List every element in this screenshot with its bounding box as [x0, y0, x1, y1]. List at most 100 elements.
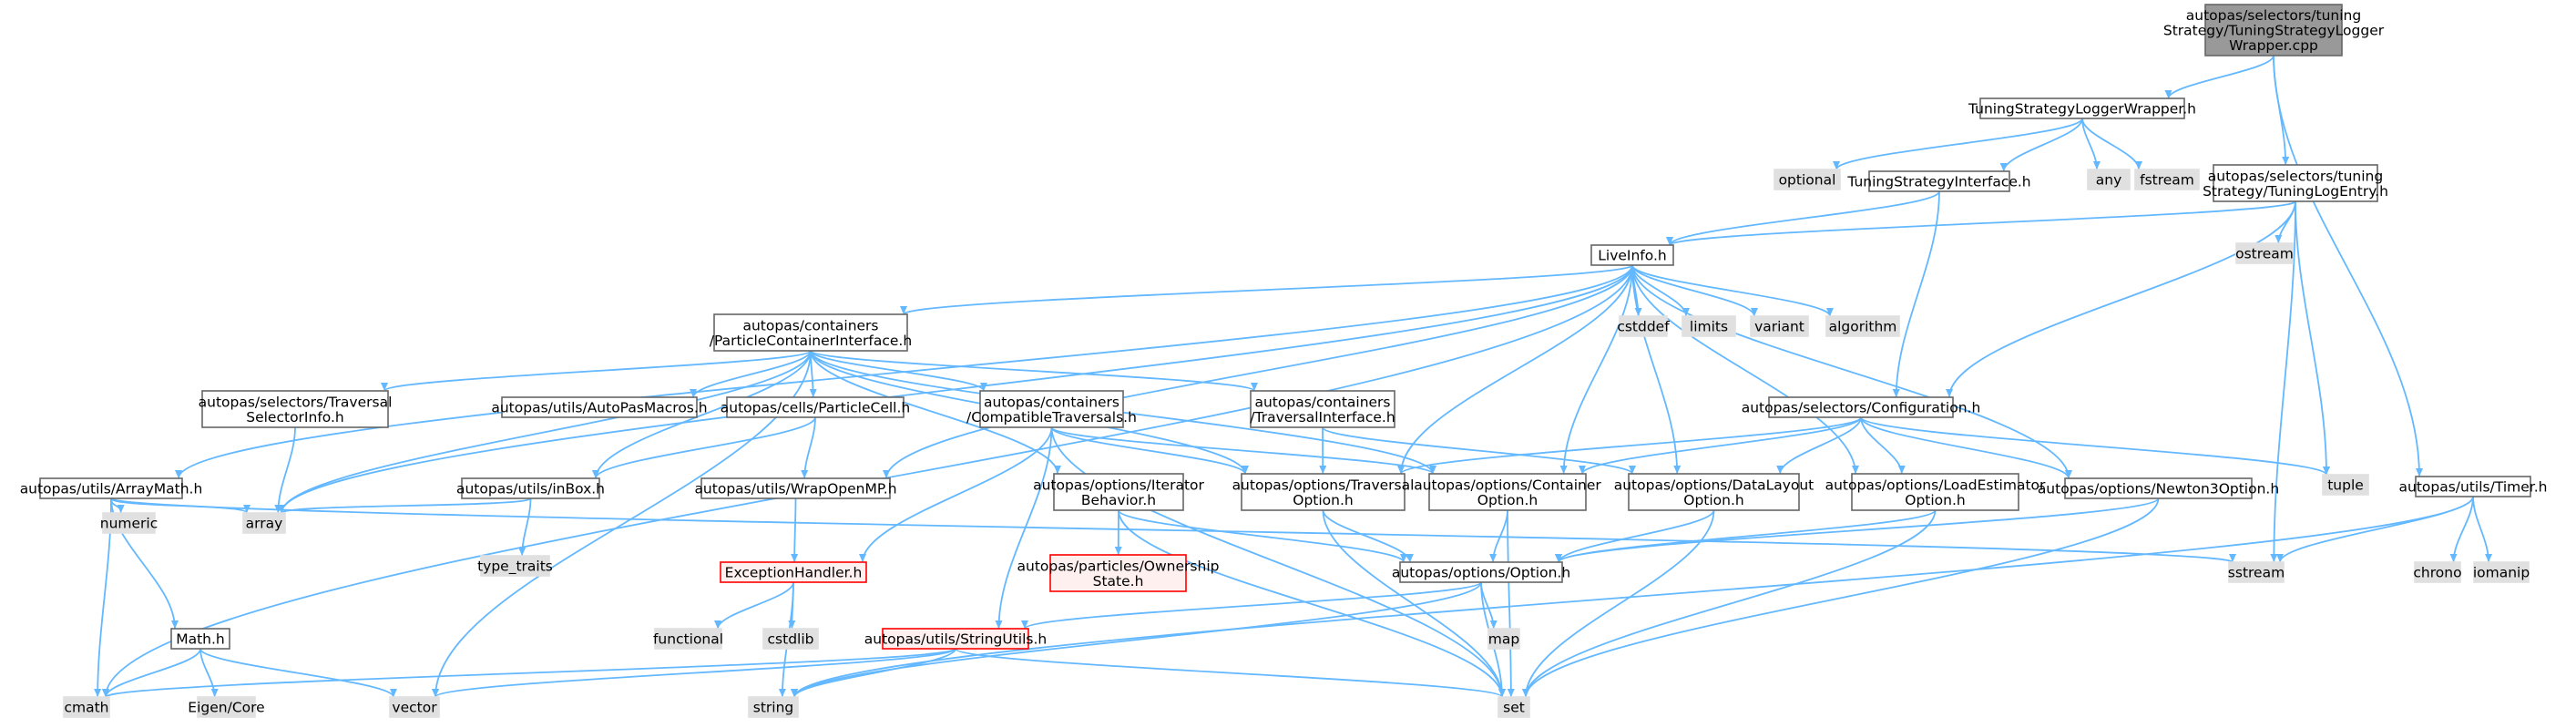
node-travint[interactable]: autopas/containers/TraversalInterface.h [1250, 390, 1395, 428]
edge-liveinfo-to-algorithm [1631, 264, 1834, 317]
node-arraymath[interactable]: autopas/utils/ArrayMath.h [20, 477, 203, 499]
node-label: autopas/utils/Timer.h [2399, 479, 2548, 496]
edge-wrapomp-to-exch [791, 497, 799, 563]
node-label: vector [392, 700, 437, 716]
node-exch[interactable]: ExceptionHandler.h [720, 561, 867, 583]
node-box [700, 477, 891, 499]
node-math[interactable]: Math.h [170, 628, 230, 650]
node-label: Option.h [1293, 492, 1353, 508]
node-label: cstddef [1617, 319, 1670, 335]
node-fstream: fstream [2134, 169, 2200, 190]
edge-pci-to-travint [810, 350, 1258, 392]
node-numeric: numeric [100, 512, 158, 534]
node-label: tuple [2327, 477, 2364, 494]
node-label: map [1488, 631, 1519, 648]
node-box [748, 696, 799, 718]
node-box [1590, 244, 1674, 266]
node-box [2064, 477, 2253, 499]
node-label: Option.h [1683, 492, 1743, 508]
edge-pcell-to-wrapomp [801, 416, 816, 479]
node-label: any [2096, 172, 2122, 189]
node-algorithm: algorithm [1825, 315, 1900, 337]
node-label: autopas/options/DataLayout [1614, 477, 1814, 493]
node-box [2415, 476, 2531, 497]
node-label: autopas/containers [1254, 394, 1390, 410]
node-label: autopas/utils/AutoPasMacros.h [491, 400, 707, 416]
node-box [654, 628, 722, 650]
node-inbox[interactable]: autopas/utils/inBox.h [456, 477, 605, 499]
edge-tslw-to-tsi [1999, 118, 2083, 172]
node-box [1868, 170, 2010, 192]
node-strutils[interactable]: autopas/utils/StringUtils.h [864, 628, 1047, 650]
node-box [1049, 554, 1187, 592]
edge-tsi-to-liveinfo [1666, 190, 1940, 246]
edge-tslw-to-fstream [2081, 118, 2142, 170]
node-timer[interactable]: autopas/utils/Timer.h [2399, 476, 2548, 497]
node-label: autopas/utils/inBox.h [456, 481, 605, 497]
node-label: Option.h [1477, 492, 1538, 508]
node-label: autopas/selectors/Configuration.h [1742, 400, 1981, 416]
node-box [170, 628, 230, 650]
node-functional: functional [653, 628, 723, 650]
node-label: set [1503, 700, 1525, 716]
edge-liveinfo-to-pci [900, 264, 1633, 315]
edge-travopt-to-option [1322, 509, 1414, 563]
node-box [1750, 315, 1809, 337]
node-box [2134, 169, 2200, 190]
node-box [2087, 169, 2131, 190]
node-macros[interactable]: autopas/utils/AutoPasMacros.h [491, 396, 708, 418]
edge-config-to-leopt [1860, 416, 1906, 475]
node-n3opt[interactable]: autopas/options/Newton3Option.h [2038, 477, 2279, 499]
node-compat[interactable]: autopas/containers/CompatibleTraversals.… [966, 390, 1137, 428]
node-root[interactable]: autopas/selectors/tuningStrategy/TuningS… [2163, 4, 2385, 56]
node-label: Behavior.h [1081, 492, 1156, 508]
edge-config-to-n3opt [1860, 416, 2072, 479]
node-box [2204, 4, 2343, 56]
node-box [1851, 473, 2019, 511]
edges-layer [94, 55, 2493, 698]
edge-timer-to-string [791, 496, 2474, 698]
node-box [501, 396, 698, 418]
node-box [2414, 561, 2461, 583]
edge-liveinfo-to-dlopt [1631, 264, 1682, 475]
node-box [1487, 628, 1520, 650]
edge-liveinfo-to-leopt [1631, 264, 1859, 475]
node-pcell[interactable]: autopas/cells/ParticleCell.h [721, 396, 910, 418]
node-label: TuningStrategyLoggerWrapper.h [1968, 101, 2196, 118]
edge-liveinfo-to-variant [1631, 264, 1758, 317]
edge-leopt-to-set [1522, 509, 1937, 698]
node-box [2473, 561, 2530, 583]
edge-iterbeh-to-option [1118, 509, 1407, 563]
edge-tslw-to-optional [1833, 118, 2083, 170]
node-tslw[interactable]: TuningStrategyLoggerWrapper.h [1968, 97, 2196, 119]
node-label: /TraversalInterface.h [1250, 409, 1395, 426]
node-tselinfo[interactable]: autopas/selectors/TraversalSelectorInfo.… [199, 390, 393, 428]
node-label: Strategy/TuningLogEntry.h [2203, 183, 2388, 200]
node-cstdlib: cstdlib [762, 628, 819, 650]
node-box [1619, 315, 1668, 337]
node-option[interactable]: autopas/options/Option.h [1392, 561, 1570, 583]
node-array: array [242, 512, 286, 534]
node-label: Math.h [176, 631, 225, 648]
node-label: autopas/options/Option.h [1392, 565, 1570, 581]
edge-timer-to-sstream [2276, 496, 2474, 563]
node-pci[interactable]: autopas/containers/ParticleContainerInte… [710, 313, 912, 352]
edge-travopt-to-set [1322, 509, 1506, 698]
edge-tsi-to-config [1892, 190, 1940, 398]
node-tsi[interactable]: TuningStrategyInterface.h [1846, 170, 2031, 192]
node-label: TuningStrategyInterface.h [1846, 174, 2030, 190]
node-config[interactable]: autopas/selectors/Configuration.h [1742, 396, 1981, 418]
edge-inbox-to-typetraits [518, 497, 532, 557]
edge-math-to-vector [199, 648, 397, 698]
node-label: autopas/selectors/tuning [2186, 7, 2361, 24]
node-tle[interactable]: autopas/selectors/tuningStrategy/TuningL… [2203, 164, 2388, 202]
node-liveinfo[interactable]: LiveInfo.h [1590, 244, 1674, 266]
node-label: algorithm [1829, 319, 1897, 335]
node-wrapomp[interactable]: autopas/utils/WrapOpenMP.h [694, 477, 897, 499]
